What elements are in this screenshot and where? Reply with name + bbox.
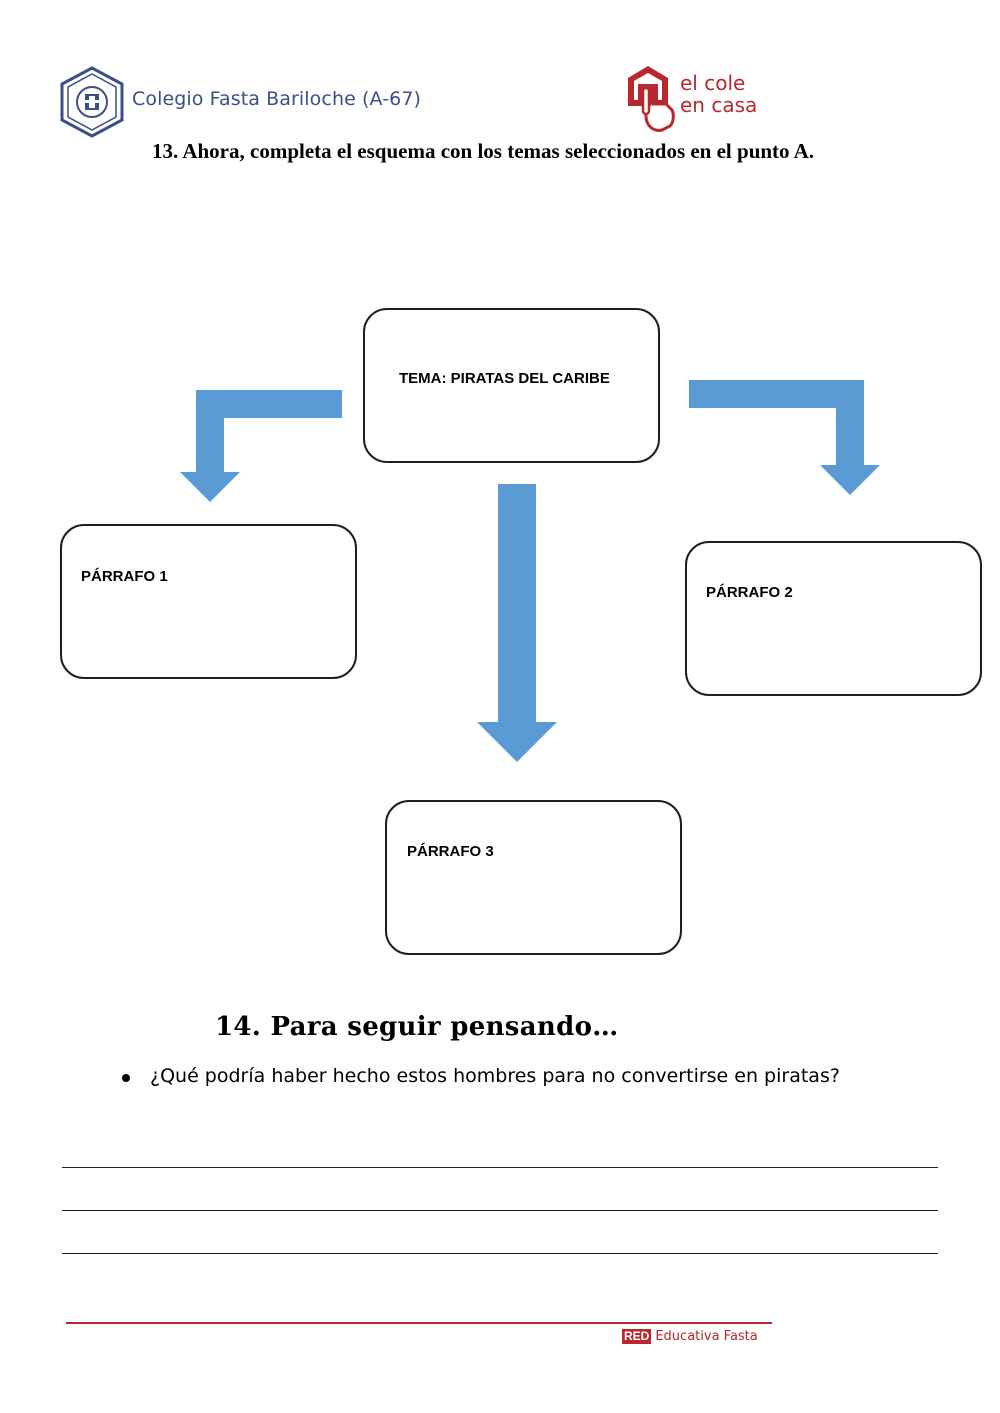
- footer-text: Educativa Fasta: [655, 1329, 758, 1344]
- paragraph-3-box[interactable]: PÁRRAFO 3: [385, 800, 682, 955]
- footer-brand: RED Educativa Fasta: [622, 1329, 758, 1344]
- diagram-arrows: [180, 380, 880, 762]
- arrow-right: [689, 380, 880, 495]
- paragraph-2-box[interactable]: PÁRRAFO 2: [685, 541, 982, 696]
- bullet-dot: [122, 1074, 130, 1082]
- paragraph-3-label: PÁRRAFO 3: [407, 843, 494, 860]
- answer-line-1[interactable]: [62, 1167, 938, 1168]
- paragraph-1-label: PÁRRAFO 1: [81, 568, 168, 585]
- arrow-left: [180, 390, 342, 502]
- paragraph-1-box[interactable]: PÁRRAFO 1: [60, 524, 357, 679]
- arrow-center: [477, 484, 557, 762]
- topic-diagram: TEMA: PIRATAS DEL CARIBE PÁRRAFO 1 PÁRRA…: [0, 290, 1000, 980]
- school-name: Colegio Fasta Bariloche (A-67): [132, 88, 422, 110]
- question-14-prompt: ¿Qué podría haber hecho estos hombres pa…: [150, 1065, 840, 1087]
- cole-line-1: el cole: [680, 71, 746, 95]
- theme-box: TEMA: PIRATAS DEL CARIBE: [363, 308, 660, 463]
- school-seal-logo: [58, 66, 126, 138]
- red-badge: RED: [622, 1329, 652, 1344]
- cole-line-2: en casa: [680, 93, 758, 117]
- question-13-instruction: 13. Ahora, completa el esquema con los t…: [152, 139, 815, 163]
- answer-line-2[interactable]: [62, 1210, 938, 1211]
- theme-label: TEMA: PIRATAS DEL CARIBE: [399, 370, 610, 387]
- footer-divider: [66, 1322, 772, 1324]
- paragraph-2-label: PÁRRAFO 2: [706, 584, 793, 601]
- cole-en-casa-logo-text: el cole en casa: [680, 72, 757, 116]
- house-hand-icon: [626, 64, 678, 136]
- answer-line-3[interactable]: [62, 1253, 938, 1254]
- question-14-title: 14. Para seguir pensando…: [215, 1012, 619, 1042]
